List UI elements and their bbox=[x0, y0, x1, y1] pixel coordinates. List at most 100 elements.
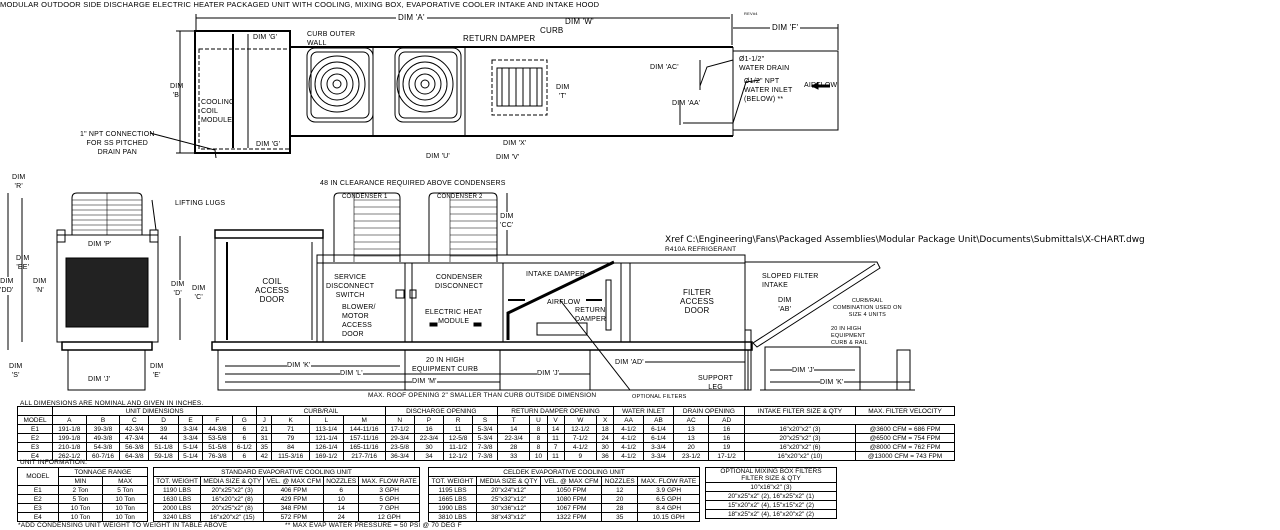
table-cell: 8 bbox=[529, 442, 548, 452]
table-cell: 22-3/4 bbox=[496, 433, 531, 443]
clearance-note: 48 IN CLEARANCE REQUIRED ABOVE CONDENSER… bbox=[320, 180, 506, 187]
dim-f-label: DIM 'F' bbox=[770, 23, 801, 32]
group-header bbox=[17, 406, 53, 416]
table-cell: 2 Ton bbox=[57, 485, 104, 495]
condenser-2-label: CONDENSER 2 bbox=[437, 194, 483, 200]
dim-e-label: DIM 'E' bbox=[150, 363, 164, 379]
curb-rail-label: 20 IN HIGH EQUIPMENT CURB & RAIL bbox=[831, 326, 868, 346]
table-cell: 25"x32"x12" bbox=[476, 494, 542, 504]
top-view bbox=[149, 14, 839, 159]
footnote-weight: *ADD CONDENSING UNIT WEIGHT TO WEIGHT IN… bbox=[18, 522, 228, 529]
table-cell: @8000 CFM = 762 FPM bbox=[855, 442, 955, 452]
table-cell: 16"x20"x2" (8) bbox=[200, 494, 265, 504]
table-cell: 10 Ton bbox=[102, 494, 148, 504]
unit-info-caption: UNIT INFORMATION. bbox=[20, 459, 88, 466]
table-cell: 23-5/8 bbox=[384, 442, 415, 452]
table-cell: 54-3/8 bbox=[85, 442, 121, 452]
table-cell: 16 bbox=[708, 433, 745, 443]
dim-ac-label: DIM 'AC' bbox=[650, 64, 679, 71]
column-header: AC bbox=[672, 415, 710, 425]
intake-hood bbox=[732, 50, 839, 131]
xref-path: Xref C:\Engineering\Fans\Packaged Assemb… bbox=[665, 235, 1145, 245]
table-cell: 2000 LBS bbox=[152, 503, 202, 513]
sloped-filter-intake-label: SLOPED FILTER INTAKE bbox=[762, 273, 819, 289]
column-header: L bbox=[308, 415, 344, 425]
dim-l-label: DIM 'L' bbox=[340, 369, 363, 378]
table-cell: 4-1/2 bbox=[613, 442, 645, 452]
table-cell: 1080 FPM bbox=[540, 494, 603, 504]
group-header: INTAKE FILTER SIZE & QTY bbox=[743, 406, 857, 416]
dim-v-label: DIM 'V' bbox=[496, 154, 520, 161]
table-cell: 7 GPH bbox=[358, 503, 420, 513]
table-cell: E2 bbox=[17, 433, 53, 443]
dim-cc-label: DIM 'CC' bbox=[500, 212, 514, 230]
table-row: 15"x20"x2" (4), 15"x15"x2" (2) bbox=[705, 500, 837, 510]
dim-j-label: DIM 'J' bbox=[792, 366, 815, 375]
table-cell: 20"x25"x2" (2), 16"x25"x2" (1) bbox=[705, 491, 837, 501]
table-cell: 24 bbox=[323, 512, 360, 522]
table-cell: 1050 FPM bbox=[540, 485, 603, 495]
revision-stamp: REV#4 bbox=[744, 11, 758, 16]
table-cell: 406 FPM bbox=[263, 485, 325, 495]
column-header: D bbox=[148, 415, 179, 425]
table-cell: 10 Ton bbox=[102, 512, 148, 522]
table-cell: 56-3/8 bbox=[119, 442, 150, 452]
cooling-coil-module-label: COOLING COIL MODULE bbox=[201, 99, 235, 124]
table-cell: 10 bbox=[529, 451, 548, 461]
dim-j-label: DIM 'J' bbox=[537, 369, 560, 378]
table-cell: 3-3/4 bbox=[643, 442, 674, 452]
table-cell: 16 bbox=[413, 424, 445, 434]
dim-a-label: DIM 'A' bbox=[396, 13, 427, 22]
table-cell: 1665 LBS bbox=[427, 494, 478, 504]
curb-rail-combination-note: CURB/RAIL COMBINATION USED ON SIZE 4 UNI… bbox=[833, 298, 902, 318]
filter-access-door-label: FILTER ACCESS DOOR bbox=[680, 288, 715, 315]
water-drain-label: Ø1-1/2" WATER DRAIN bbox=[739, 56, 790, 72]
table-cell: 4-1/2 bbox=[613, 424, 645, 434]
table-cell: 10"x16"x2" (3) bbox=[705, 482, 837, 492]
column-header: AD bbox=[708, 415, 745, 425]
column-header: T bbox=[496, 415, 531, 425]
max-header: MAX bbox=[102, 476, 148, 486]
table-cell: 5-1/4 bbox=[177, 451, 204, 461]
dim-dd-label: DIM 'DD' bbox=[0, 277, 14, 295]
table-cell: E3 bbox=[17, 442, 53, 452]
dim-m-label: DIM 'M' bbox=[412, 377, 437, 386]
table-title: STANDARD EVAPORATIVE COOLING UNIT bbox=[153, 467, 420, 477]
table-cell: 6 bbox=[231, 433, 258, 443]
dimensions-caption: ALL DIMENSIONS ARE NOMINAL AND GIVEN IN … bbox=[20, 400, 204, 407]
table-cell: 14 bbox=[323, 503, 360, 513]
column-header: K bbox=[271, 415, 310, 425]
support-leg bbox=[744, 329, 752, 391]
dim-w-label: DIM 'W' bbox=[565, 17, 594, 26]
front-view bbox=[7, 192, 181, 391]
table-cell: 18"x25"x2" (4), 16"x20"x2" (2) bbox=[705, 509, 837, 519]
table-cell: 11-1/2 bbox=[443, 442, 474, 452]
roof-opening-note: MAX. ROOF OPENING 2" SMALLER THAN CURB O… bbox=[368, 392, 597, 399]
table-cell: 3-3/4 bbox=[643, 451, 674, 461]
column-header: MAX. FLOW RATE bbox=[358, 476, 420, 486]
model-header: MODEL bbox=[17, 467, 59, 486]
column-header: MEDIA SIZE & QTY bbox=[476, 476, 542, 486]
table-cell: 5 Ton bbox=[102, 485, 148, 495]
return-damper bbox=[491, 59, 548, 116]
column-header: NOZZLES bbox=[323, 476, 360, 486]
table-cell: 5 Ton bbox=[57, 494, 104, 504]
table-cell: 42 bbox=[256, 451, 273, 461]
table-cell: 12 bbox=[601, 485, 639, 495]
table-cell: 12-1/2 bbox=[563, 424, 598, 434]
dim-s-label: DIM 'S' bbox=[9, 363, 23, 379]
table-cell: 165-11/16 bbox=[342, 442, 386, 452]
table-cell: 18 bbox=[596, 424, 615, 434]
column-header: C bbox=[119, 415, 150, 425]
table-cell: 20"x25"x2" (3) bbox=[200, 485, 265, 495]
table-cell: 51-5/8 bbox=[202, 442, 233, 452]
table-row: 18"x25"x2" (4), 16"x20"x2" (2) bbox=[705, 509, 837, 519]
footnote-pressure: ** MAX EVAP WATER PRESSURE = 50 PSI @ 70… bbox=[285, 522, 462, 529]
table-cell: 10.15 GPH bbox=[637, 512, 700, 522]
